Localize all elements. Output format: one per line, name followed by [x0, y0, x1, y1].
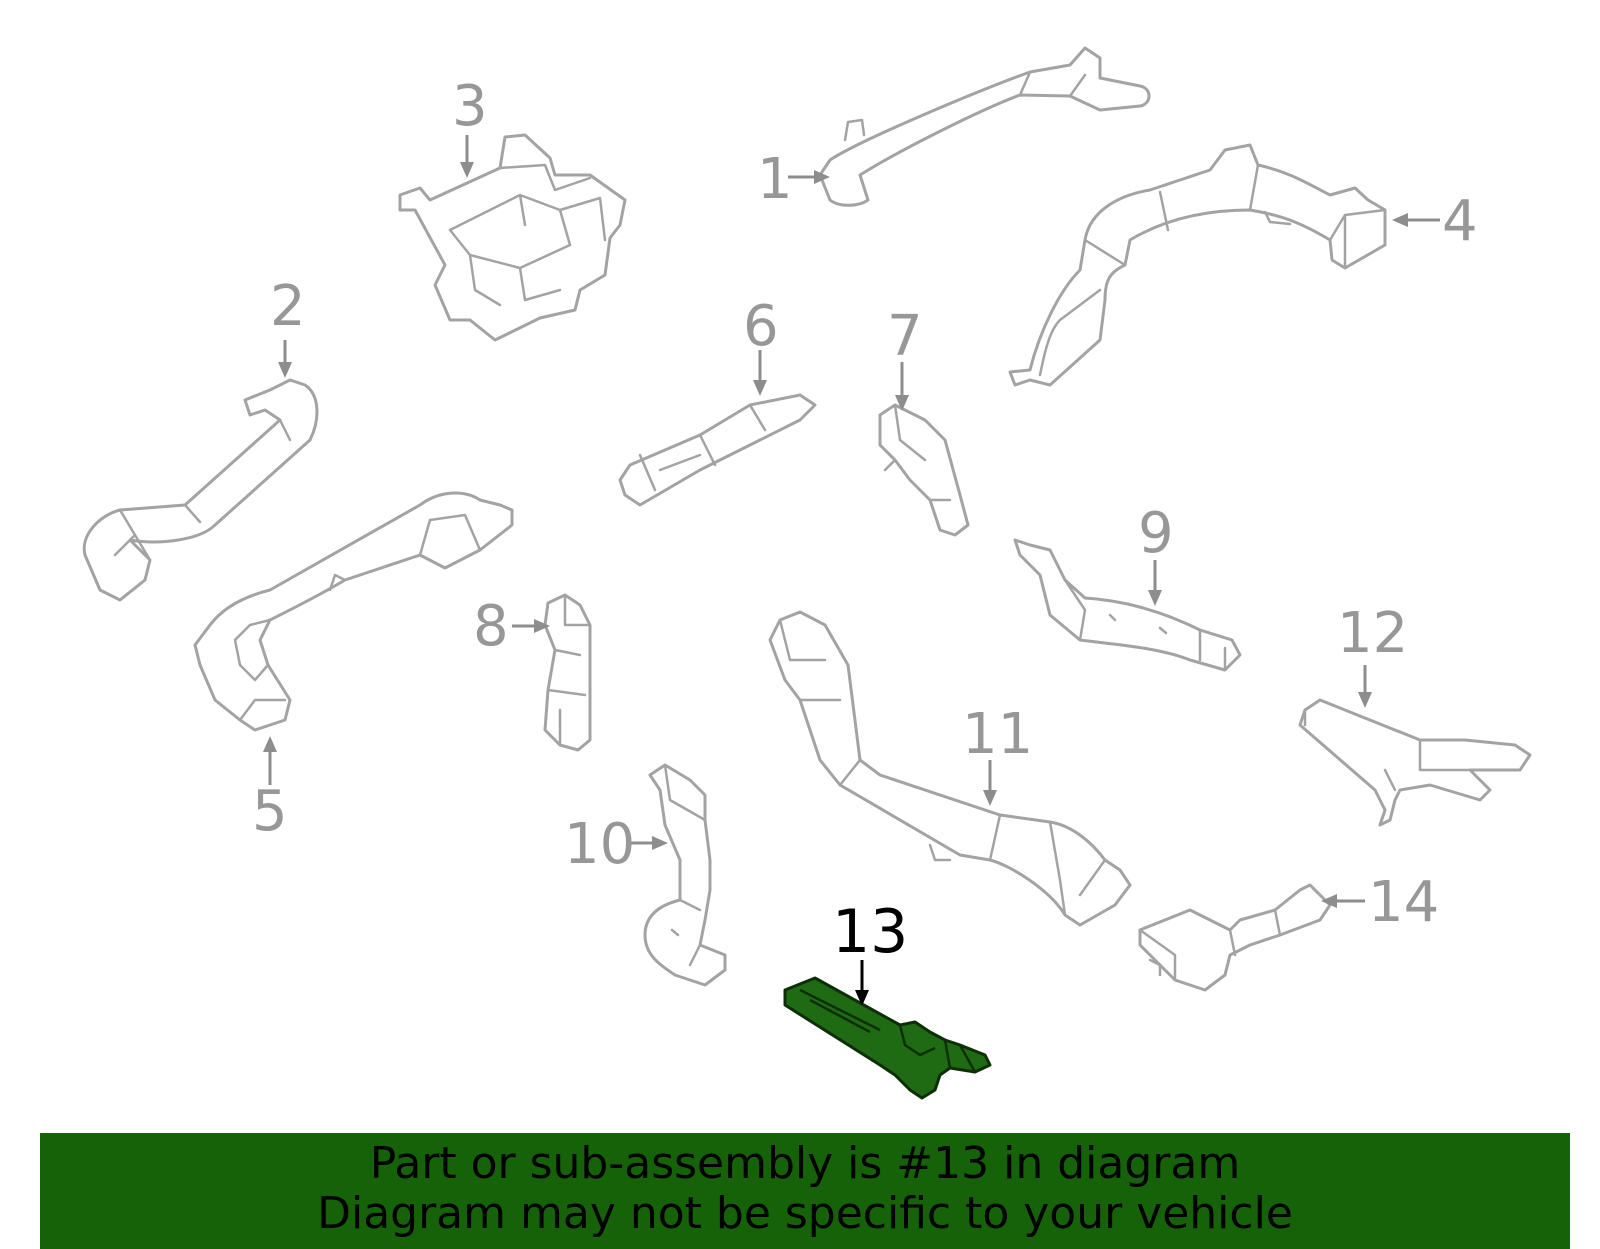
part-12-bracket[interactable]: [1298, 698, 1532, 827]
info-banner: Part or sub-assembly is #13 in diagram D…: [40, 1133, 1570, 1249]
callout-1: 1: [757, 147, 793, 212]
callout-4: 4: [1442, 189, 1478, 254]
callout-11: 11: [962, 702, 1033, 767]
part-5-duct[interactable]: [193, 491, 514, 732]
part-10-duct[interactable]: [643, 763, 727, 987]
part-4-duct[interactable]: [1008, 143, 1387, 387]
part-7-duct[interactable]: [878, 403, 970, 537]
part-3-housing[interactable]: [398, 133, 627, 342]
callout-6: 6: [743, 294, 779, 359]
callout-10: 10: [564, 812, 635, 877]
callout-12: 12: [1337, 601, 1408, 666]
callout-14: 14: [1368, 870, 1439, 935]
part-9-duct[interactable]: [1013, 538, 1242, 672]
callout-8: 8: [473, 594, 509, 659]
part-13-highlighted[interactable]: [783, 976, 992, 1100]
callout-9: 9: [1138, 501, 1174, 566]
banner-line-1: Part or sub-assembly is #13 in diagram: [369, 1138, 1241, 1189]
leaders: [263, 135, 1440, 1006]
callout-13: 13: [832, 897, 908, 967]
callout-7: 7: [887, 304, 923, 369]
part-14-duct[interactable]: [1138, 883, 1332, 992]
callout-2: 2: [270, 274, 306, 339]
part-8-duct[interactable]: [543, 593, 592, 752]
callout-labels: 1 2 3 4 5 6 7 8 9 10 11 12 13 14: [252, 74, 1478, 967]
part-2-duct[interactable]: [82, 378, 319, 602]
part-6-duct[interactable]: [618, 393, 817, 507]
part-1-duct[interactable]: [818, 46, 1151, 207]
part-11-duct[interactable]: [768, 610, 1132, 927]
callout-3: 3: [452, 74, 488, 139]
banner-line-2: Diagram may not be specific to your vehi…: [317, 1188, 1293, 1239]
callout-5: 5: [252, 779, 288, 844]
